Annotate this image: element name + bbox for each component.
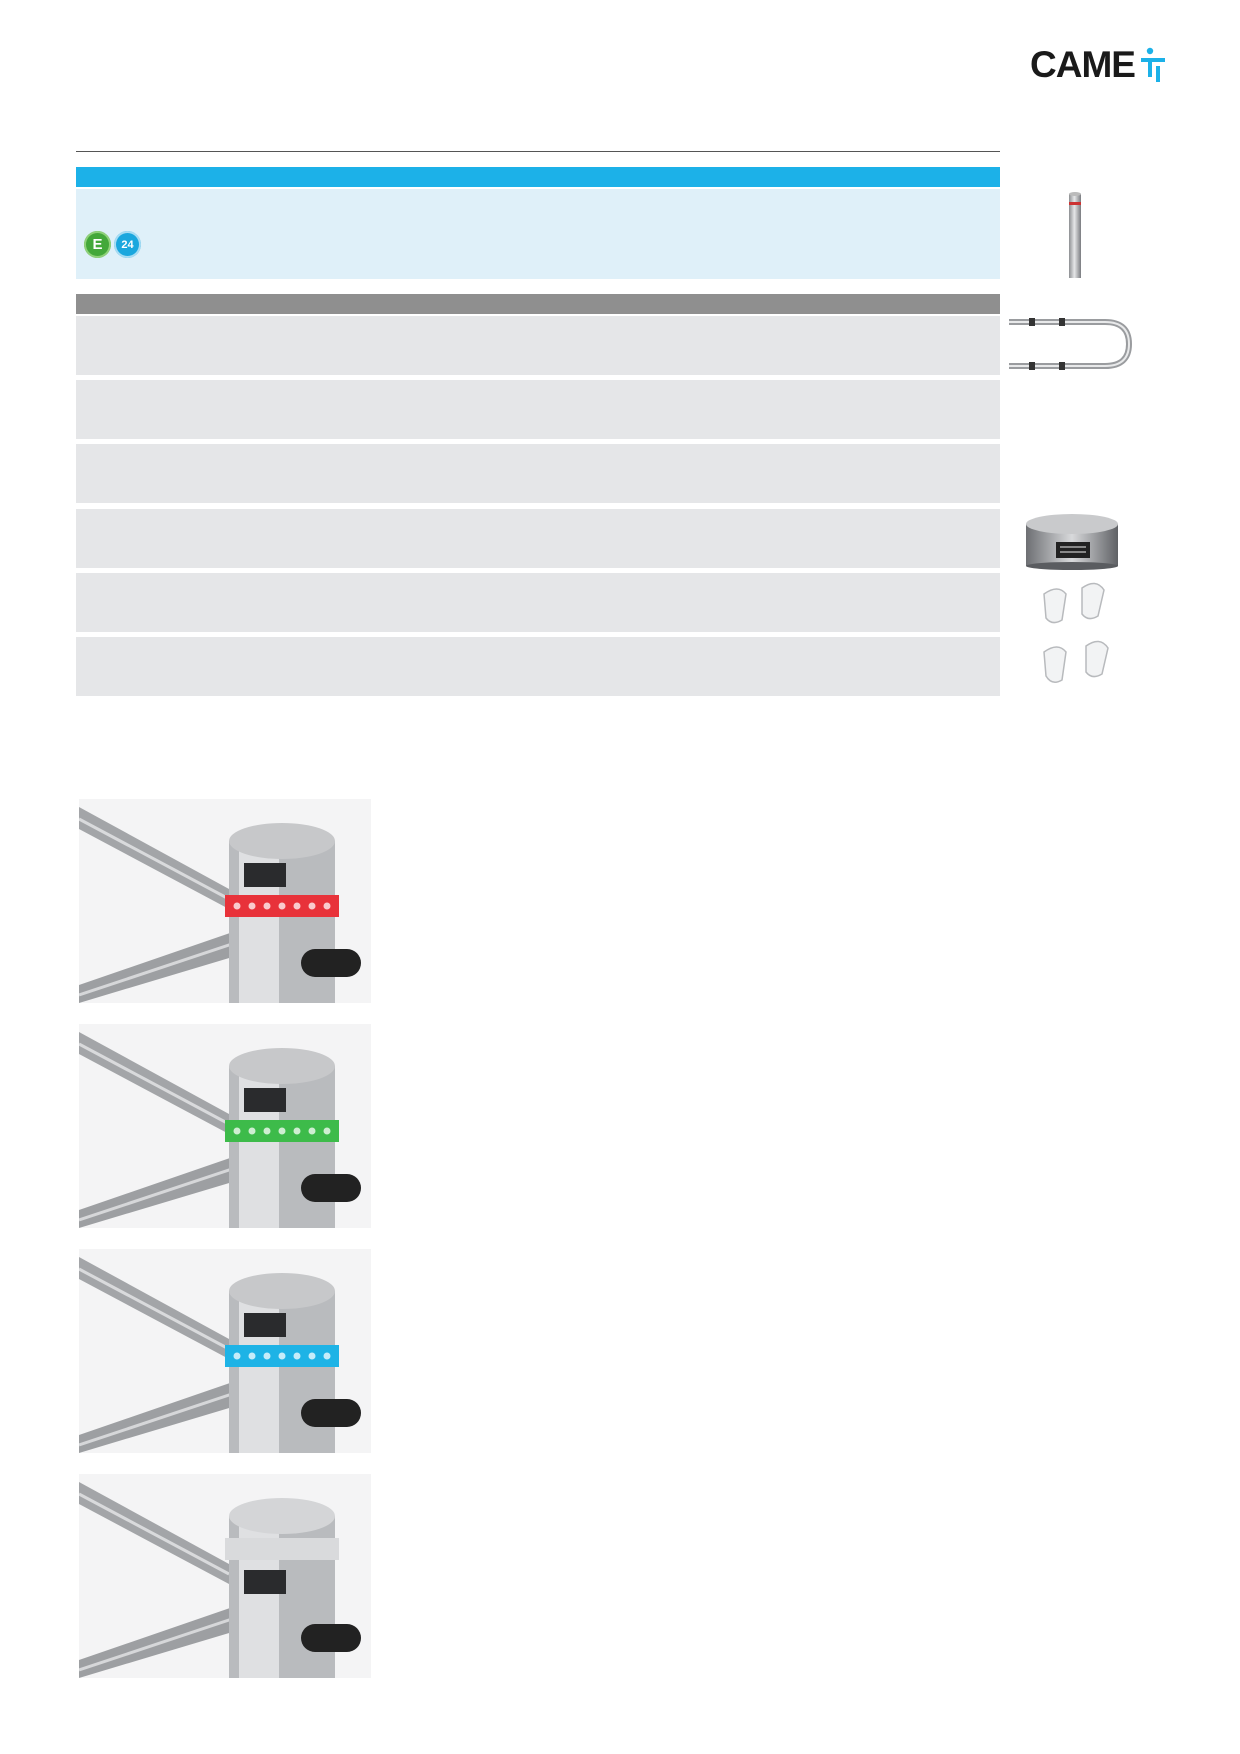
led-dot xyxy=(308,1352,316,1360)
table-row xyxy=(76,509,1000,568)
led-dot xyxy=(233,1352,241,1360)
led-dot xyxy=(263,1352,271,1360)
led-dot xyxy=(263,1127,271,1135)
table-row xyxy=(76,573,1000,632)
led-dot xyxy=(323,1352,331,1360)
led-dot xyxy=(278,1127,286,1135)
table-row xyxy=(76,444,1000,503)
led-dot xyxy=(248,1352,256,1360)
led-dot xyxy=(293,1352,301,1360)
table-row xyxy=(76,316,1000,375)
brand-mark-icon xyxy=(1140,47,1165,82)
led-dot xyxy=(278,902,286,910)
came-logo: CAME xyxy=(1030,42,1171,88)
product-header-band xyxy=(76,167,1000,187)
led-dot xyxy=(233,902,241,910)
24v-badge-icon: 24 xyxy=(114,231,141,258)
led-dot xyxy=(323,902,331,910)
led-ring xyxy=(225,1538,339,1560)
table-row xyxy=(76,637,1000,696)
led-dot xyxy=(248,902,256,910)
led-dot xyxy=(248,1127,256,1135)
post-icon xyxy=(1069,192,1081,278)
product-header-panel: E 24 xyxy=(76,189,1000,279)
table-row xyxy=(76,380,1000,439)
led-dot xyxy=(278,1352,286,1360)
u-bracket-icon xyxy=(1009,318,1133,370)
led-dot xyxy=(323,1127,331,1135)
e-badge-icon: E xyxy=(84,231,111,258)
head-cap-icon xyxy=(1026,514,1118,570)
accessories-table-header xyxy=(76,294,1000,314)
led-green-photo xyxy=(79,1024,371,1228)
led-off-photo xyxy=(79,1474,371,1678)
led-dot xyxy=(308,902,316,910)
brand-name: CAME xyxy=(1030,44,1136,85)
led-dot xyxy=(293,1127,301,1135)
led-red-photo xyxy=(79,799,371,1003)
led-dot xyxy=(308,1127,316,1135)
led-dot xyxy=(233,1127,241,1135)
led-dot xyxy=(293,902,301,910)
header-rule xyxy=(76,151,1000,152)
led-blue-photo xyxy=(79,1249,371,1453)
plastic-caps-icon xyxy=(1043,582,1109,683)
led-dot xyxy=(263,902,271,910)
